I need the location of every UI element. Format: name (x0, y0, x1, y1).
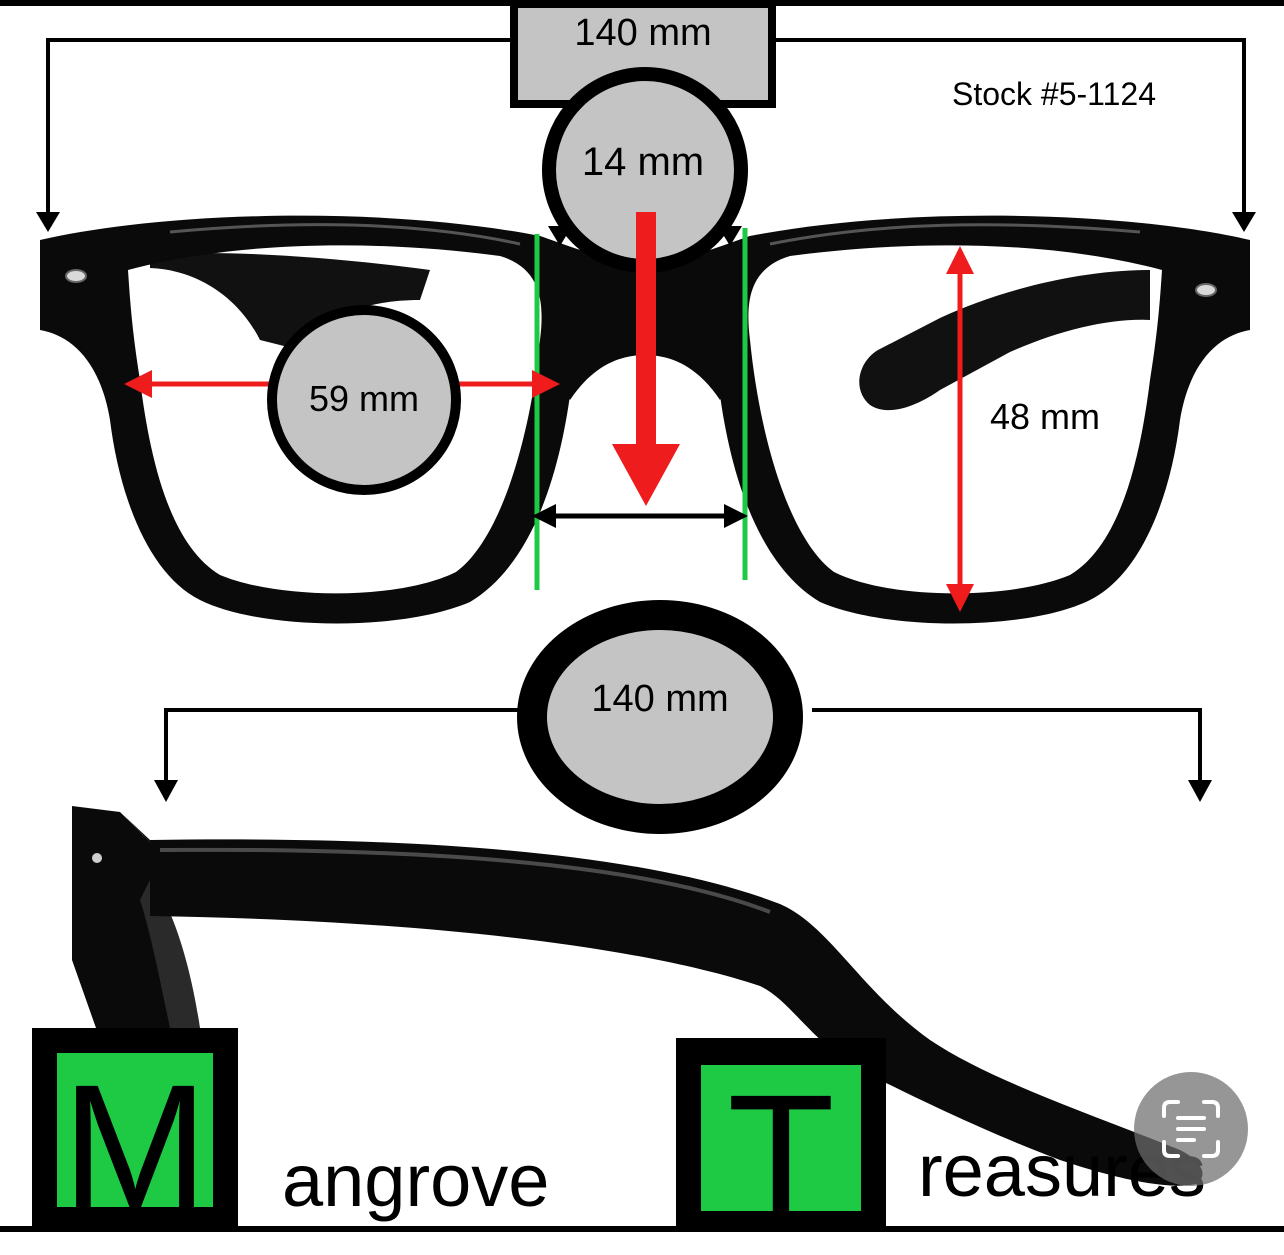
temple-length-label-oval (517, 600, 803, 834)
text-scan-icon (1162, 1100, 1220, 1158)
bridge-distance-arrow (532, 504, 748, 528)
lens-width-label: 59 mm (308, 378, 420, 419)
logo-green-square: T (698, 1062, 864, 1245)
temple-highlight (159, 847, 771, 914)
lens-edge (140, 880, 200, 1028)
lens-height-arrow (946, 246, 974, 612)
logo-letter-t: T (727, 1059, 835, 1255)
temple-arm (120, 812, 1203, 1186)
right-lens-frame (690, 215, 1250, 624)
frame-width-bracket (46, 38, 1246, 218)
nose-pad-arrow (612, 212, 680, 506)
glasses-side-view (72, 806, 1203, 1186)
side-rivet (92, 853, 102, 863)
brand-word-angrove: angrove (282, 1139, 550, 1222)
right-temple-inner (859, 270, 1150, 411)
bridge-width-label: 14 mm (581, 140, 705, 184)
frame-width-label: 140 mm (574, 12, 712, 54)
temple-length-label: 140 mm (591, 678, 729, 720)
stock-number: Stock #5-1124 (952, 76, 1156, 112)
lens-height-label: 48 mm (990, 396, 1101, 437)
frame-highlight (169, 223, 521, 246)
bottom-border (0, 1226, 1284, 1232)
arrow-head (1188, 780, 1212, 802)
arrow-head (1232, 212, 1256, 232)
frame-highlight (769, 223, 1141, 246)
left-temple-inner (150, 252, 430, 350)
arrow-head (154, 780, 178, 802)
arrow-head (36, 212, 60, 232)
logo-green-square: M (54, 1050, 216, 1235)
text-scan-button[interactable] (1134, 1072, 1248, 1186)
temple-length-bracket (164, 708, 1202, 784)
brand-logo-t: T (676, 1038, 886, 1245)
brand-logo-m: M (32, 1028, 238, 1235)
left-rivet (65, 269, 87, 283)
lens-width-label-circle (267, 305, 461, 495)
right-rivet (1195, 283, 1217, 297)
logo-letter-m: M (61, 1049, 209, 1245)
